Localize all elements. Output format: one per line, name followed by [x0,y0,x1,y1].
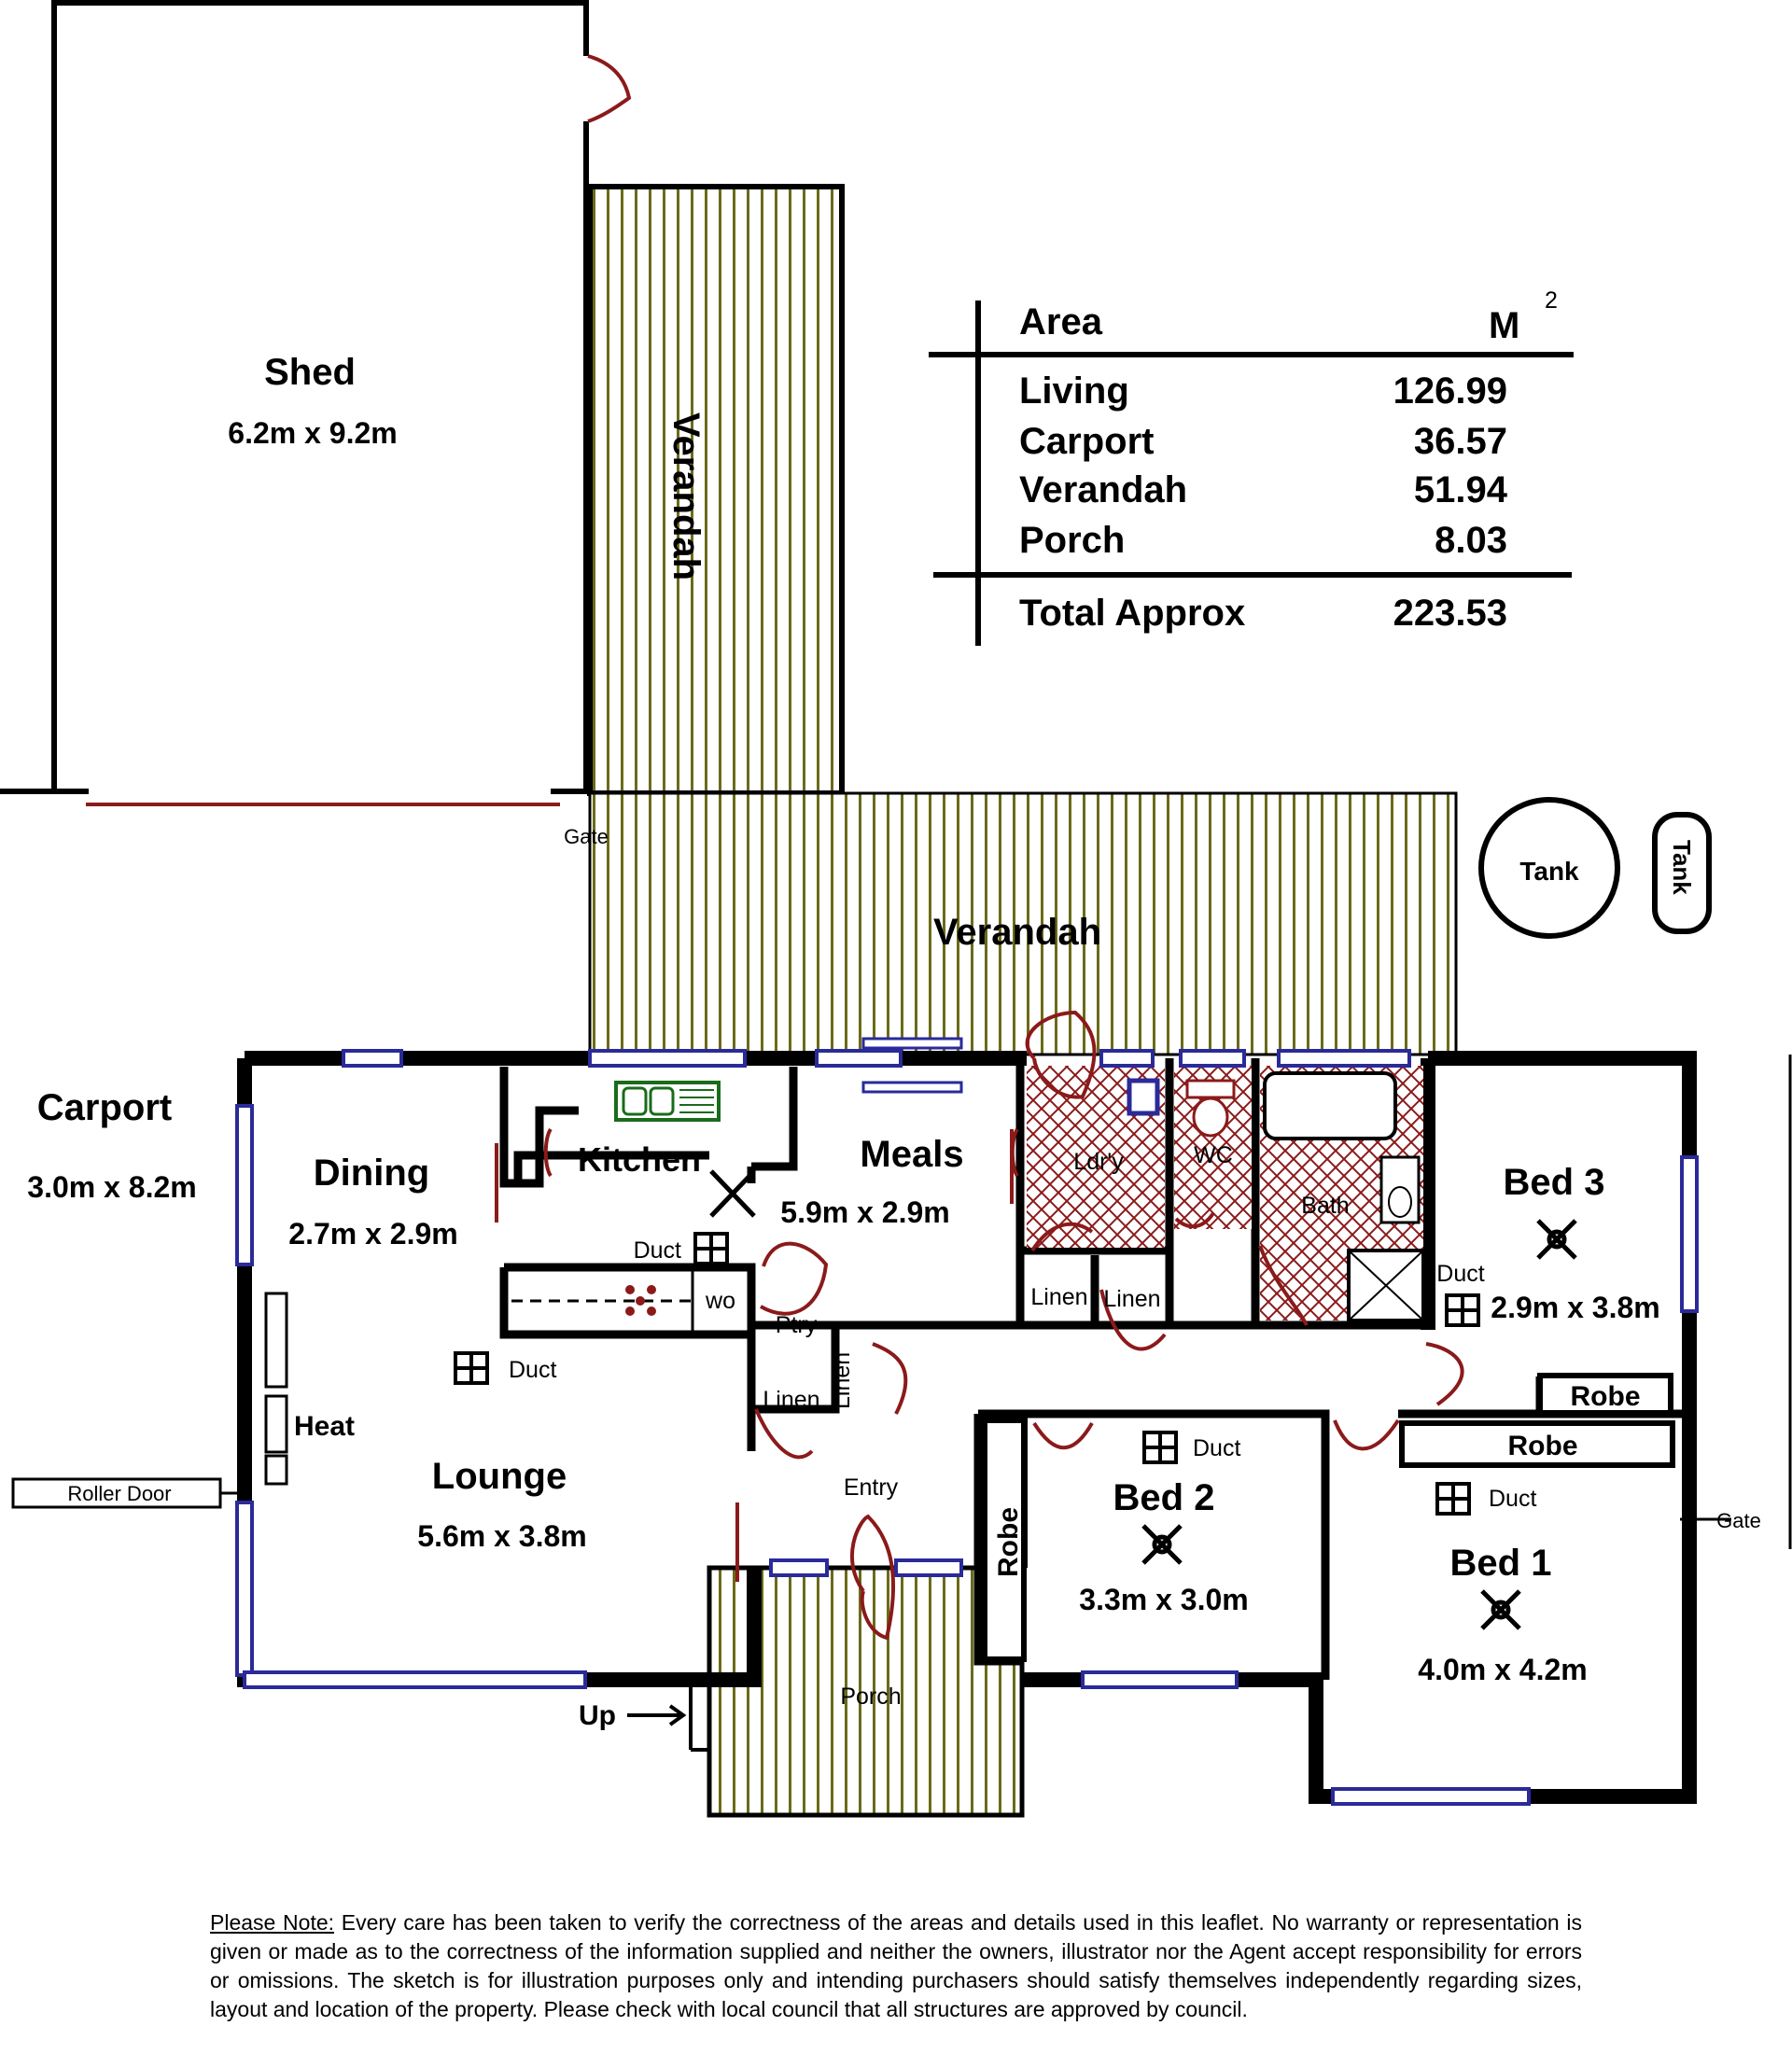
bed3-size: 2.9m x 3.8m [1491,1291,1659,1324]
area-row-value-carport: 36.57 [1414,421,1507,462]
area-total-label: Total Approx [1019,593,1245,634]
duct-icons [454,1232,1480,1516]
duct-kitchen-label: Duct [634,1237,681,1264]
robe-bed2-label: Robe [993,1507,1024,1577]
carport-size: 3.0m x 8.2m [27,1170,196,1204]
linen-entry-label: Linen [763,1387,819,1413]
dining-label: Dining [314,1153,429,1194]
gate-right-label: Gate [1716,1509,1761,1532]
gate-left-label: Gate [564,825,609,848]
cooktop [625,1285,656,1316]
duct-lounge-label: Duct [509,1357,556,1383]
shed-label: Shed [264,352,356,393]
kitchen-label: Kitchen [578,1140,701,1179]
disclaimer-note: Please Note: Every care has been taken t… [210,1908,1582,2024]
robe-bed3-label: Robe [1571,1381,1641,1412]
dining-size: 2.7m x 2.9m [288,1217,457,1251]
shed-door [587,54,632,123]
linen-vertical-label: Linen [829,1352,855,1409]
toilet-cistern [1185,1079,1236,1099]
up-label: Up [579,1700,616,1731]
verandah-side-deck [587,184,845,796]
heater [264,1292,288,1389]
area-row-value-porch: 8.03 [1435,520,1507,561]
verandah-main-label: Verandah [933,912,1101,953]
shed-size: 6.2m x 9.2m [228,416,397,450]
disclaimer-heading: Please Note: [210,1910,335,1935]
laundry-tub [1127,1078,1160,1116]
ceiling-fans [1141,1219,1577,1630]
bed2-size: 3.3m x 3.0m [1079,1583,1248,1616]
linen-hall-2-label: Linen [1103,1286,1160,1312]
shed [0,0,589,794]
linen-hall-1-label: Linen [1030,1284,1087,1310]
bed2-label: Bed 2 [1113,1477,1215,1518]
lounge-label: Lounge [432,1456,567,1497]
area-row-label-porch: Porch [1019,520,1125,561]
carport-label: Carport [37,1087,172,1128]
verandah-side-label: Verandah [665,412,707,580]
duct-bed3-label: Duct [1436,1261,1484,1287]
doors [543,1010,1464,1641]
porch-label: Porch [840,1684,901,1710]
bed1-size: 4.0m x 4.2m [1418,1653,1587,1686]
area-header-unit: M [1489,305,1519,346]
porch-steps [627,1680,709,1752]
area-table-lines [929,300,1574,646]
area-row-value-living: 126.99 [1393,370,1507,412]
pantry-label: Ptry [776,1312,818,1338]
area-row-label-living: Living [1019,370,1129,412]
bathtub [1263,1071,1397,1140]
duct-bed1-label: Duct [1489,1486,1536,1512]
heat-label: Heat [294,1411,355,1442]
verandah-main-deck [588,791,1458,1056]
entry-label: Entry [844,1474,899,1501]
tank-slim-label: Tank [1668,840,1696,895]
robe-bed1-label: Robe [1508,1431,1578,1461]
roller-door-label: Roller Door [67,1482,171,1505]
bath-label: Bath [1301,1193,1349,1219]
area-row-value-verandah: 51.94 [1414,469,1508,510]
duct-bed2-label: Duct [1193,1435,1240,1461]
meals-label: Meals [860,1134,963,1175]
disclaimer-body: Every care has been taken to verify the … [210,1910,1582,2021]
area-total-value: 223.53 [1393,593,1507,634]
meals-size: 5.9m x 2.9m [780,1195,949,1229]
area-row-label-verandah: Verandah [1019,469,1187,510]
tank-slim [1652,812,1712,934]
kitchen-light [709,1169,756,1218]
laundry-label: Ldr'y [1073,1149,1124,1175]
robe-bed3 [1537,1373,1673,1416]
area-row-label-carport: Carport [1019,421,1154,462]
bed1-label: Bed 1 [1450,1543,1552,1584]
robe-bed1 [1399,1420,1675,1468]
robe-bed2 [982,1418,1027,1662]
bed3-label: Bed 3 [1504,1162,1605,1203]
wc-label: WC [1194,1142,1233,1168]
area-header-unit-sup: 2 [1545,287,1558,314]
lounge-size: 5.6m x 3.8m [417,1519,586,1553]
tank-round [1478,797,1620,939]
area-header-label: Area [1019,301,1103,342]
windows [235,1049,1699,1806]
tank-round-label: Tank [1519,857,1579,886]
toilet-bowl [1192,1097,1229,1138]
wo-label: wo [705,1288,735,1314]
